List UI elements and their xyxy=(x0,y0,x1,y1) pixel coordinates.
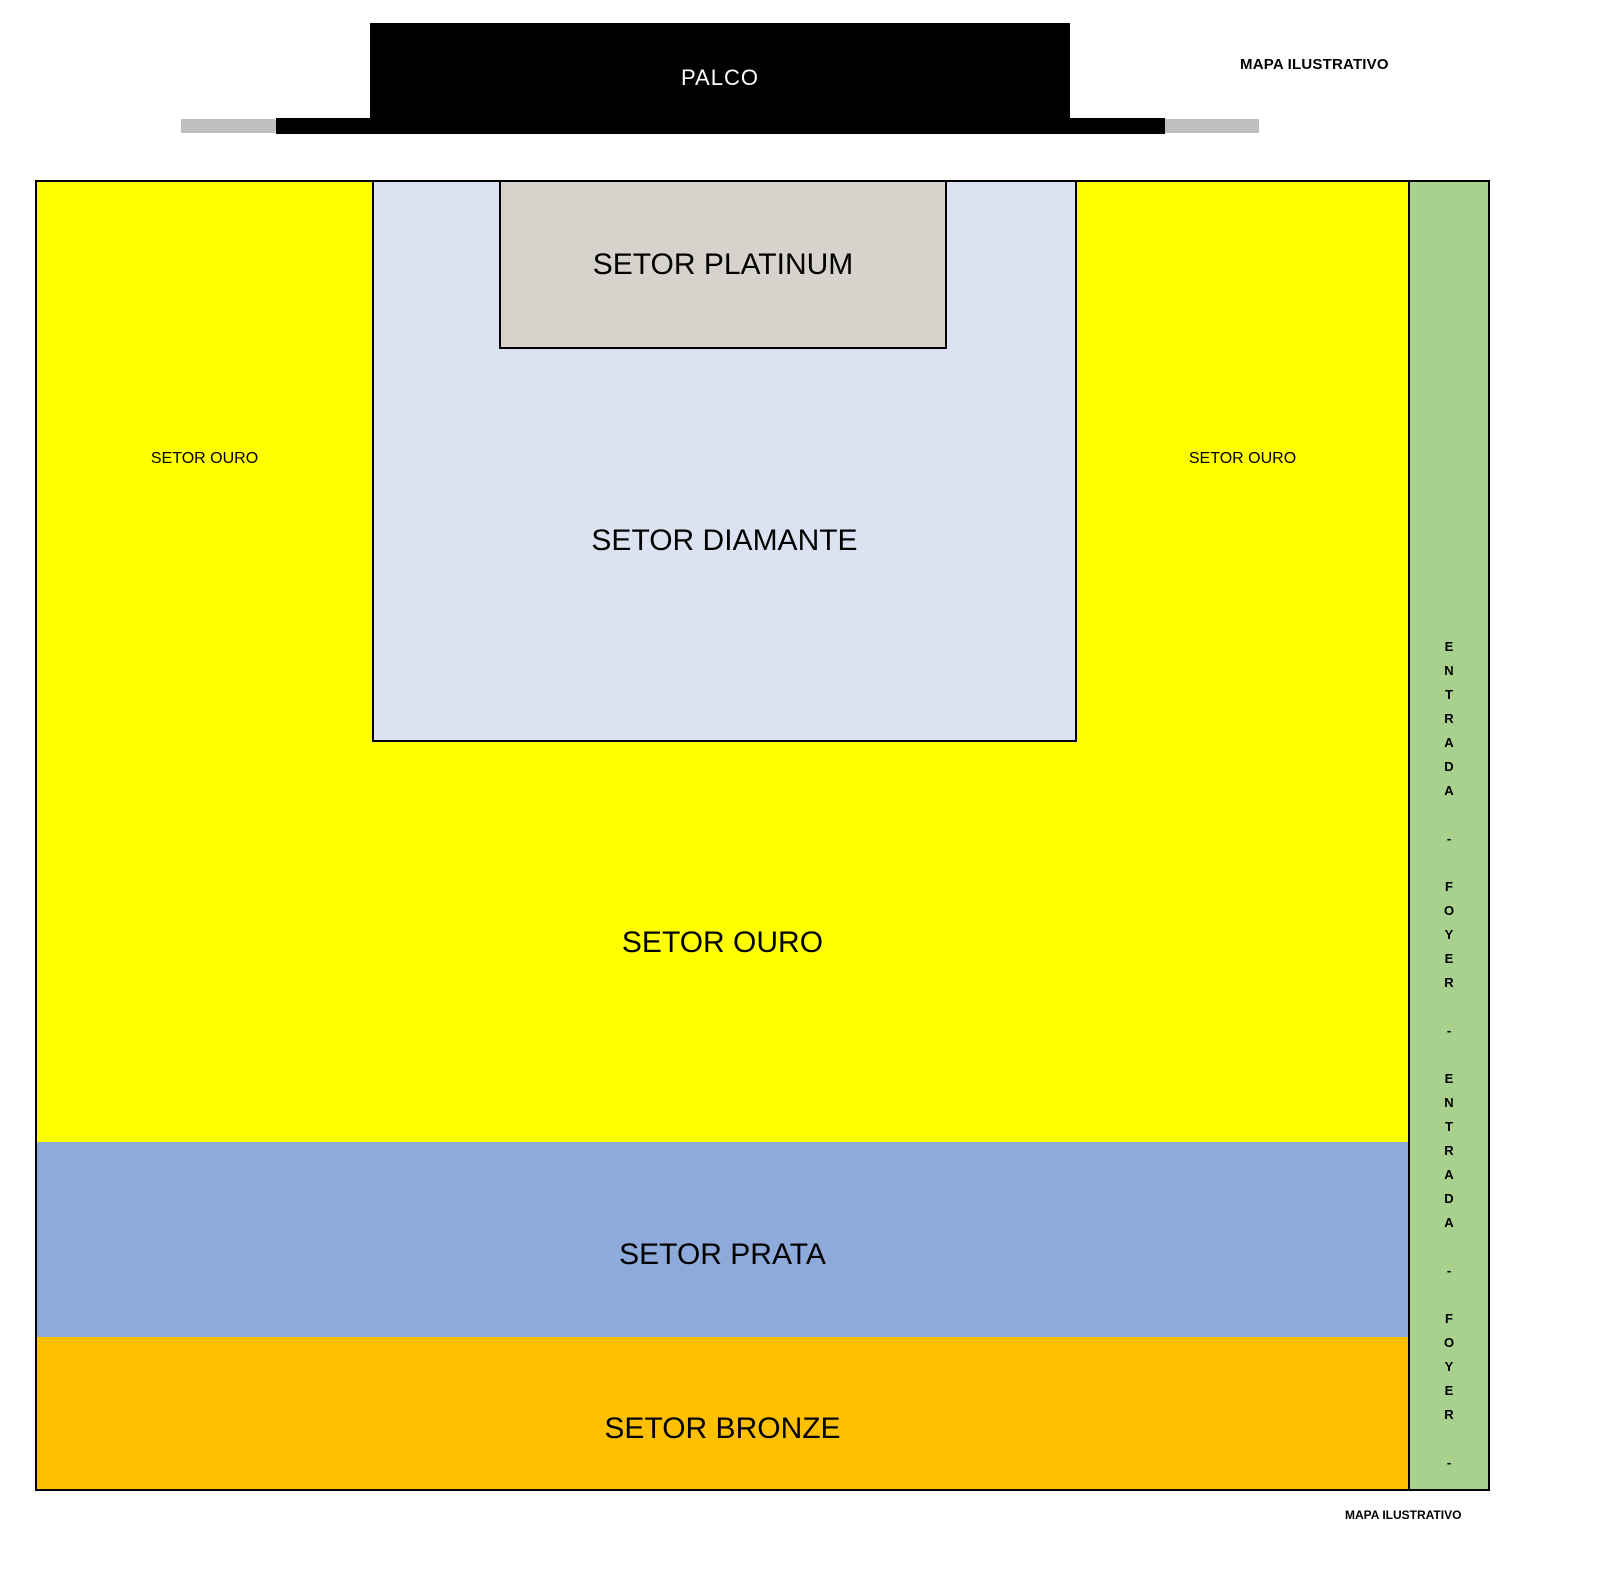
map-note-top: MAPA ILUSTRATIVO xyxy=(1240,56,1389,73)
sector-diamante-label: SETOR DIAMANTE xyxy=(591,524,858,557)
entrance-foyer-label: ENTRADA - FOYER - ENTRADA - FOYER - xyxy=(1441,639,1457,1479)
sector-prata-label: SETOR PRATA xyxy=(619,1238,826,1271)
sector-ouro-label: SETOR OURO xyxy=(621,926,824,959)
stage: PALCO xyxy=(370,23,1070,118)
sector-platinum-label: SETOR PLATINUM xyxy=(592,247,854,281)
map-note-bottom: MAPA ILUSTRATIVO xyxy=(1345,1508,1462,1522)
entrance-foyer-strip: ENTRADA - FOYER - ENTRADA - FOYER - xyxy=(1408,182,1488,1489)
sector-ouro-side-label-left: SETOR OURO xyxy=(150,450,259,467)
stage-apron xyxy=(276,118,1165,134)
stage-label: PALCO xyxy=(681,64,759,90)
map-area: SETOR PLATINUM SETOR DIAMANTE SETOR OURO… xyxy=(35,180,1490,1491)
sector-platinum: SETOR PLATINUM xyxy=(499,182,947,349)
sector-prata xyxy=(37,1142,1408,1337)
stage-wing-right xyxy=(1165,119,1259,133)
stage-wing-left xyxy=(181,119,276,133)
sector-bronze-label: SETOR BRONZE xyxy=(604,1412,841,1445)
sector-bronze xyxy=(37,1337,1408,1489)
sector-ouro-side-label-right: SETOR OURO xyxy=(1188,450,1297,467)
